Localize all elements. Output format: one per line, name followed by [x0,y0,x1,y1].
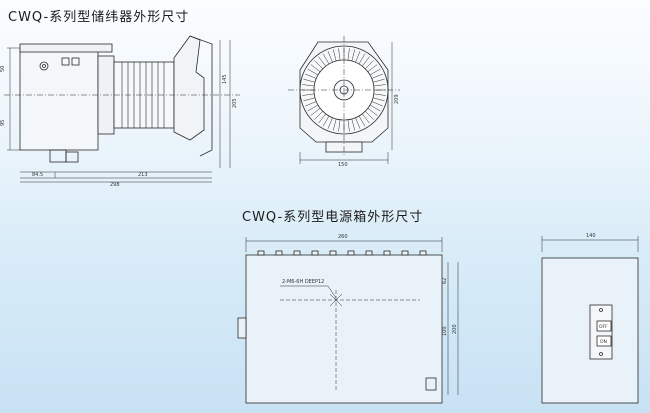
dim-front-width: 150 [338,162,348,168]
wheel-spoke [338,119,341,132]
wheel-spoke [362,56,370,67]
box-top-bump [401,250,409,256]
wheel-spoke [367,108,378,116]
dim-side-bottom-2: 213 [138,172,148,178]
wheel-spoke [314,111,323,120]
wheel-spoke [351,118,356,131]
wheel-spoke [372,97,385,102]
dim-side-top-left: 50 [0,66,6,72]
box-top-bump [383,250,391,256]
wheel-spoke [332,118,337,131]
wheel-spoke [327,51,333,63]
wheel-spoke [367,64,378,72]
dim-front-height: 209 [394,94,400,104]
dim-box-height: 200 [452,324,458,334]
box-top-bump [347,250,355,256]
wheel-spoke [373,93,386,96]
power-box-front [237,237,459,404]
wheel-spoke [314,60,323,69]
wheel-spoke [365,111,374,120]
switch-off-label: OFF [599,324,608,330]
power-box-title: CWQ-系列型电源箱外形尺寸 [242,210,424,225]
storage-front-view [288,36,400,164]
wheel-spoke [318,56,326,67]
wheel-spoke [303,97,316,102]
wheel-spoke [373,84,386,87]
dim-side-box-width: 140 [586,233,596,239]
dim-side-bottom-1: 84.5 [32,172,43,178]
storage-unit-title: CWQ-系列型储纬器外形尺寸 [8,10,190,25]
box-top-bump [329,250,337,256]
wheel-spoke [369,68,381,76]
wheel-spoke [322,53,330,65]
power-box-side [541,236,639,404]
switch-on-label: ON [600,339,607,345]
wheel-spoke [310,64,321,72]
wheel-spoke [372,78,385,83]
wheel-spoke [303,78,316,83]
wheel-spoke [310,108,321,116]
dim-side-bottom-left: 95 [0,120,6,126]
wheel-spoke [371,101,383,107]
wheel-spoke [318,113,326,124]
wheel-spoke [338,48,341,61]
wheel-spoke [358,53,366,65]
box-top-bump [311,250,319,256]
wheel-spoke [347,119,350,132]
wheel-spoke [307,68,319,76]
wheel-spoke [347,48,350,61]
wheel-spoke [307,104,319,112]
box-top-bump [419,250,427,256]
box-top-bump [365,250,373,256]
wheel-spoke [358,115,366,127]
dim-side-height: 205 [232,98,238,108]
dim-side-bottom-total: 298 [110,182,120,188]
wheel-spoke [327,117,333,129]
wheel-spoke [305,73,317,79]
wheel-spoke [365,60,374,69]
wheel-spoke [355,51,361,63]
wheel-spoke [355,117,361,129]
dim-box-mid: 100 [442,326,448,336]
storage-side-view [4,35,240,183]
box-top-bump [293,250,301,256]
wheel-spoke [362,113,370,124]
box-top-bump [275,250,283,256]
wheel-spoke [322,115,330,127]
dim-side-small: 145 [222,74,228,84]
dim-box-hole-note: 2-M6-6H DEEP12 [282,279,324,285]
box-top-bump [257,250,265,256]
dim-box-width: 260 [338,234,348,240]
wheel-spoke [369,104,381,112]
wheel-spoke [351,49,356,62]
wheel-spoke [371,73,383,79]
wheel-spoke [302,93,315,96]
dim-box-top-offset: 62 [442,278,448,284]
wheel-spoke [332,49,337,62]
wheel-spoke [302,84,315,87]
wheel-spoke [305,101,317,107]
